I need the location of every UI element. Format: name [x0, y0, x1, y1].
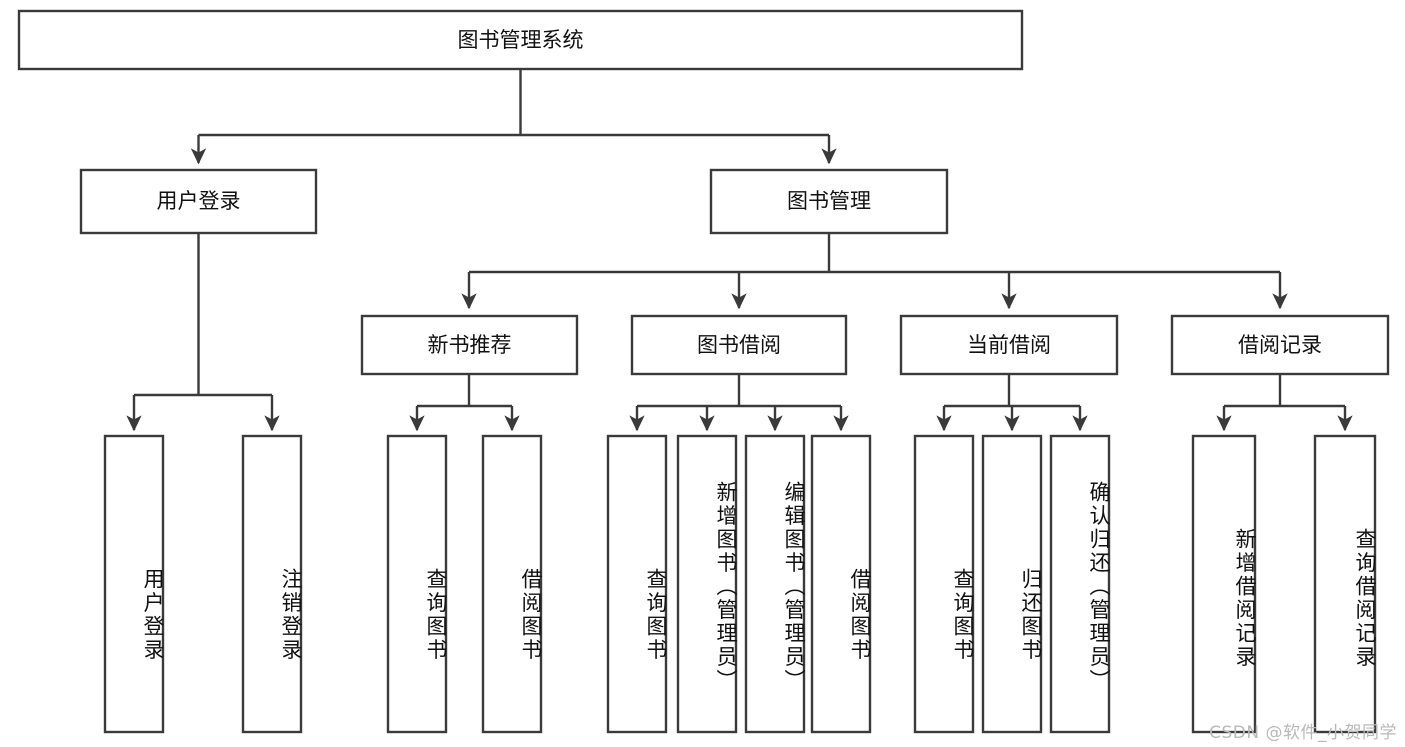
connectors-new-book-recommend-to-leaves: [409, 375, 520, 432]
leaf-box-bb-borrow[interactable]: [810, 434, 872, 734]
leaf-box-bb-add[interactable]: [676, 434, 738, 734]
connectors-current-borrow-to-leaves: [936, 375, 1088, 432]
leaf-box-nb-query[interactable]: [386, 434, 448, 734]
node-new-book-recommend-box[interactable]: [360, 314, 579, 376]
node-current-borrow-box[interactable]: [899, 314, 1119, 376]
leaf-box-cb-return[interactable]: [981, 434, 1043, 734]
node-root-label: 图书管理系统: [458, 28, 584, 52]
leaf-box-br-query[interactable]: [1313, 434, 1377, 734]
connectors-root-to-level2: [190, 69, 837, 165]
leaf-box-bb-query[interactable]: [606, 434, 668, 734]
leaf-box-logout[interactable]: [241, 434, 303, 734]
node-current-borrow-label: 当前借阅: [967, 333, 1051, 357]
node-user-login[interactable]: 用户登录: [79, 168, 318, 235]
node-new-book-recommend[interactable]: 新书推荐: [360, 314, 579, 376]
node-borrow-record-box[interactable]: [1170, 314, 1390, 376]
leaf-boxes: [103, 434, 1377, 734]
node-book-borrow-label: 图书借阅: [697, 333, 781, 357]
node-current-borrow[interactable]: 当前借阅: [899, 314, 1119, 376]
leaf-box-user-login[interactable]: [103, 434, 165, 734]
leaf-box-nb-borrow[interactable]: [481, 434, 543, 734]
connectors-book-borrow-to-leaves: [629, 375, 849, 432]
connectors-book-manage-to-level3: [461, 234, 1288, 310]
node-user-login-label: 用户登录: [157, 189, 241, 213]
node-root-box[interactable]: [17, 9, 1024, 71]
node-book-manage-label: 图书管理: [787, 189, 871, 213]
node-book-borrow-box[interactable]: [630, 314, 848, 376]
node-new-book-recommend-label: 新书推荐: [428, 333, 512, 357]
node-borrow-record[interactable]: 借阅记录: [1170, 314, 1390, 376]
connectors-user-login-to-leaves: [126, 234, 280, 432]
leaf-box-br-add[interactable]: [1191, 434, 1257, 734]
leaf-box-cb-query[interactable]: [913, 434, 975, 734]
node-root[interactable]: 图书管理系统: [17, 9, 1024, 71]
csdn-watermark: CSDN @软件_小贺同学: [1209, 723, 1397, 743]
leaf-box-cb-confirm[interactable]: [1049, 434, 1111, 734]
node-book-manage-box[interactable]: [709, 168, 949, 235]
node-book-borrow[interactable]: 图书借阅: [630, 314, 848, 376]
node-user-login-box[interactable]: [79, 168, 318, 235]
connectors-borrow-record-to-leaves: [1216, 375, 1353, 432]
leaf-box-bb-edit[interactable]: [744, 434, 806, 734]
node-book-manage[interactable]: 图书管理: [709, 168, 949, 235]
node-borrow-record-label: 借阅记录: [1238, 333, 1322, 357]
